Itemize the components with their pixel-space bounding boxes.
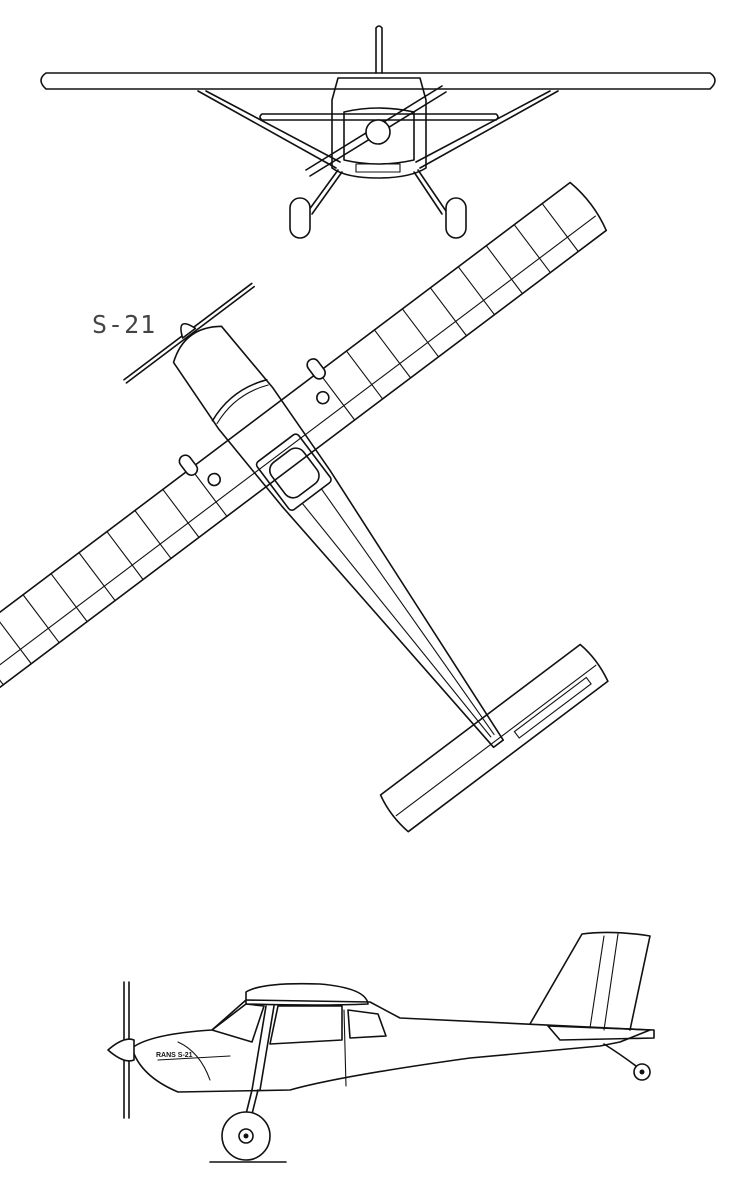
top-wheel-right: [306, 358, 326, 380]
top-fuselage: [172, 325, 505, 749]
front-stabilizer: [259, 113, 499, 121]
front-wing: [40, 72, 716, 90]
top-wing: [0, 181, 608, 707]
front-strut-right: [419, 90, 559, 169]
front-strut-right-inner: [415, 90, 551, 163]
top-elevator-line: [395, 664, 597, 817]
side-wing: [245, 982, 369, 1006]
side-rudder-hinge: [589, 935, 605, 1029]
top-trim-tab: [513, 676, 592, 739]
top-cowling-ring: [211, 379, 268, 422]
front-gear-leg-right: [417, 169, 449, 215]
front-spinner: [365, 119, 391, 145]
side-view: RANS S-21: [107, 931, 655, 1163]
front-fuselage: [331, 77, 427, 179]
front-fin: [375, 25, 383, 74]
side-tail-spring: [603, 1043, 637, 1067]
front-gear-leg-left-2: [311, 171, 343, 215]
top-wheel-left: [178, 454, 199, 476]
front-gear-leg-left: [305, 169, 339, 215]
front-wheel-left: [289, 197, 311, 239]
side-door-line: [343, 1009, 347, 1087]
side-windshield: [211, 1003, 265, 1043]
front-cowling: [343, 107, 415, 165]
top-spinner: [180, 322, 197, 339]
side-tail-wheel-axle: [639, 1069, 645, 1075]
side-spinner: [107, 1038, 135, 1062]
top-horizontal-tail: [379, 643, 609, 833]
front-wheel-right: [445, 197, 467, 239]
side-main-wheel-hub: [238, 1128, 254, 1144]
top-canopy: [268, 447, 320, 499]
top-cowling-ring-2: [216, 384, 269, 425]
side-rear-window: [347, 1009, 387, 1039]
side-fuselage-marking: RANS S-21: [156, 1052, 193, 1059]
front-strut-left: [197, 90, 337, 169]
top-propeller-2: [125, 285, 255, 384]
side-main-wheel-axle: [243, 1133, 249, 1139]
side-wing-strut-2: [259, 1005, 275, 1091]
front-view: [40, 25, 716, 239]
side-door-window: [269, 1005, 343, 1045]
side-cowling-line: [177, 1041, 211, 1081]
top-wing-flap-line: [0, 215, 596, 693]
top-boom-line-2: [320, 488, 495, 736]
front-air-intake: [355, 163, 401, 173]
top-view: [0, 181, 609, 833]
side-vertical-tail: [529, 931, 651, 1031]
front-strut-left-inner: [205, 90, 341, 163]
top-cabin-frame: [255, 433, 332, 511]
side-rudder-line: [603, 933, 619, 1031]
top-wing-ribs: [0, 203, 579, 686]
side-wing-strut: [251, 1005, 267, 1091]
top-fuel-cap-left: [207, 472, 222, 487]
front-gear-leg-right-2: [413, 171, 443, 215]
model-label: S-21: [92, 310, 157, 339]
top-fuel-cap-right: [316, 390, 330, 405]
side-fuselage: [131, 999, 651, 1093]
top-boom-line-1: [301, 502, 492, 738]
side-fuselage-stripe: [157, 1055, 231, 1061]
